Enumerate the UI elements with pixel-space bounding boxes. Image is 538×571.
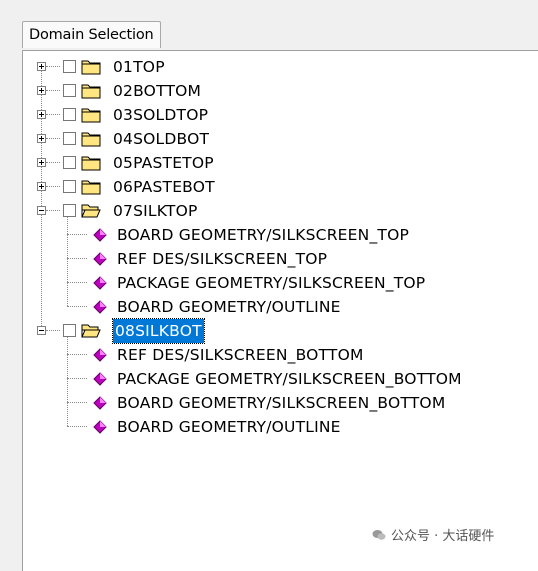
folder-label[interactable]: 07SILKTOP (113, 202, 198, 220)
tree-layer-row[interactable]: BOARD GEOMETRY/SILKSCREEN_TOP (23, 223, 538, 247)
tree-layer-row[interactable]: PACKAGE GEOMETRY/SILKSCREEN_TOP (23, 271, 538, 295)
layer-label[interactable]: BOARD GEOMETRY/OUTLINE (117, 418, 341, 436)
folder-icon (81, 84, 101, 99)
folder-icon (81, 108, 101, 123)
watermark: 公众号 · 大话硬件 (372, 525, 494, 544)
folder-open-icon (81, 324, 101, 338)
layer-label[interactable]: REF DES/SILKSCREEN_BOTTOM (117, 346, 364, 364)
layer-diamond-icon (93, 300, 107, 314)
expand-toggle-icon[interactable] (37, 110, 46, 119)
tree-folder-row[interactable]: 07SILKTOP (23, 199, 538, 223)
layer-label[interactable]: REF DES/SILKSCREEN_TOP (117, 250, 328, 268)
tree-connector (67, 354, 87, 355)
domain-tree-panel: 01TOP 02BOTTOM 03SOLDTOP 04SOLDBOT 05PASTETO… (22, 50, 538, 571)
folder-icon (81, 156, 101, 171)
folder-label[interactable]: 05PASTETOP (113, 154, 214, 172)
folder-checkbox[interactable] (63, 84, 76, 97)
tree-folder-row[interactable]: 01TOP (23, 55, 538, 79)
layer-diamond-icon (93, 348, 107, 362)
layer-label[interactable]: BOARD GEOMETRY/OUTLINE (117, 298, 341, 316)
watermark-text: 公众号 · 大话硬件 (391, 529, 495, 544)
tree-connector (46, 114, 60, 115)
folder-checkbox[interactable] (63, 60, 76, 73)
tree-connector (46, 138, 60, 139)
folder-checkbox[interactable] (63, 324, 76, 337)
tree-folder-row[interactable]: 02BOTTOM (23, 79, 538, 103)
tree-connector (67, 378, 87, 379)
tree-folder-row[interactable]: 04SOLDBOT (23, 127, 538, 151)
folder-label[interactable]: 08SILKBOT (112, 318, 205, 344)
folder-label[interactable]: 02BOTTOM (113, 82, 202, 100)
expand-toggle-icon[interactable] (37, 62, 46, 71)
folder-open-icon (81, 204, 101, 218)
tree-connector (67, 426, 87, 427)
tree-layer-row[interactable]: BOARD GEOMETRY/OUTLINE (23, 295, 538, 319)
folder-checkbox[interactable] (63, 108, 76, 121)
tree-connector (46, 330, 60, 331)
folder-label[interactable]: 01TOP (113, 58, 165, 76)
layer-diamond-icon (93, 420, 107, 434)
tree-connector (46, 66, 60, 67)
tree-folder-row[interactable]: 06PASTEBOT (23, 175, 538, 199)
layer-diamond-icon (93, 228, 107, 242)
tree-connector (46, 210, 60, 211)
tree-folder-row[interactable]: 03SOLDTOP (23, 103, 538, 127)
expand-toggle-icon[interactable] (37, 182, 46, 191)
folder-icon (81, 60, 101, 75)
folder-label[interactable]: 04SOLDBOT (113, 130, 210, 148)
tree-folder-row[interactable]: 05PASTETOP (23, 151, 538, 175)
folder-icon (81, 132, 101, 147)
folder-checkbox[interactable] (63, 180, 76, 193)
folder-label[interactable]: 03SOLDTOP (113, 106, 209, 124)
tree-layer-row[interactable]: REF DES/SILKSCREEN_TOP (23, 247, 538, 271)
layer-diamond-icon (93, 372, 107, 386)
tree-layer-row[interactable]: BOARD GEOMETRY/SILKSCREEN_BOTTOM (23, 391, 538, 415)
tree-connector (67, 217, 68, 306)
tree-layer-row[interactable]: BOARD GEOMETRY/OUTLINE (23, 415, 538, 439)
tree-connector (67, 306, 87, 307)
wechat-icon (372, 530, 386, 540)
tree-folder-row[interactable]: 08SILKBOT (23, 318, 538, 344)
domain-tree: 01TOP 02BOTTOM 03SOLDTOP 04SOLDBOT 05PASTETO… (23, 51, 538, 571)
tab-domain-selection[interactable]: Domain Selection (22, 21, 161, 48)
folder-checkbox[interactable] (63, 204, 76, 217)
tree-connector (46, 90, 60, 91)
layer-diamond-icon (93, 396, 107, 410)
folder-label[interactable]: 06PASTEBOT (113, 178, 215, 196)
tree-connector (46, 186, 60, 187)
folder-icon (81, 180, 101, 195)
folder-checkbox[interactable] (63, 132, 76, 145)
collapse-toggle-icon[interactable] (37, 326, 46, 335)
tree-connector (67, 282, 87, 283)
tree-connector (41, 71, 42, 326)
layer-diamond-icon (93, 252, 107, 266)
tree-connector (67, 337, 68, 426)
tree-connector (46, 162, 60, 163)
layer-label[interactable]: PACKAGE GEOMETRY/SILKSCREEN_BOTTOM (117, 370, 462, 388)
tree-connector (67, 234, 87, 235)
expand-toggle-icon[interactable] (37, 158, 46, 167)
layer-label[interactable]: PACKAGE GEOMETRY/SILKSCREEN_TOP (117, 274, 426, 292)
layer-label[interactable]: BOARD GEOMETRY/SILKSCREEN_BOTTOM (117, 394, 446, 412)
tree-layer-row[interactable]: REF DES/SILKSCREEN_BOTTOM (23, 343, 538, 367)
layer-diamond-icon (93, 276, 107, 290)
tree-connector (67, 258, 87, 259)
expand-toggle-icon[interactable] (37, 86, 46, 95)
tree-connector (67, 402, 87, 403)
folder-checkbox[interactable] (63, 156, 76, 169)
layer-label[interactable]: BOARD GEOMETRY/SILKSCREEN_TOP (117, 226, 410, 244)
collapse-toggle-icon[interactable] (37, 206, 46, 215)
tree-layer-row[interactable]: PACKAGE GEOMETRY/SILKSCREEN_BOTTOM (23, 367, 538, 391)
expand-toggle-icon[interactable] (37, 134, 46, 143)
